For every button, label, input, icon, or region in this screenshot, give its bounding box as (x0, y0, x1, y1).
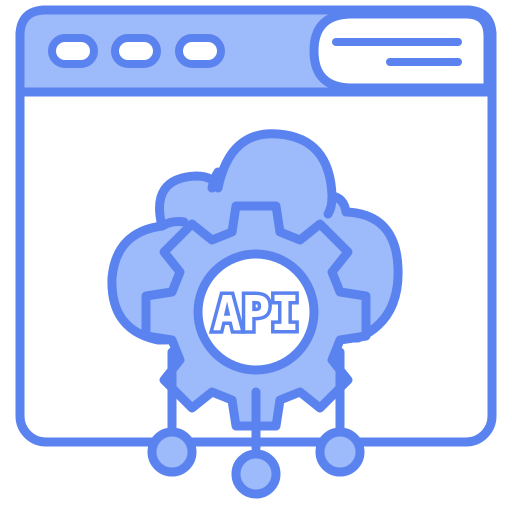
window-dot-1 (48, 34, 98, 68)
gear-icon (141, 201, 371, 431)
connector-node-left (147, 427, 197, 477)
connectors (147, 347, 365, 499)
api-label: API (213, 286, 300, 342)
connector-node-center (231, 449, 281, 499)
address-box (309, 9, 493, 93)
window-dot-3 (175, 34, 225, 68)
connector-node-right (315, 427, 365, 477)
gear-center (193, 249, 319, 375)
window-dot-2 (111, 34, 161, 68)
